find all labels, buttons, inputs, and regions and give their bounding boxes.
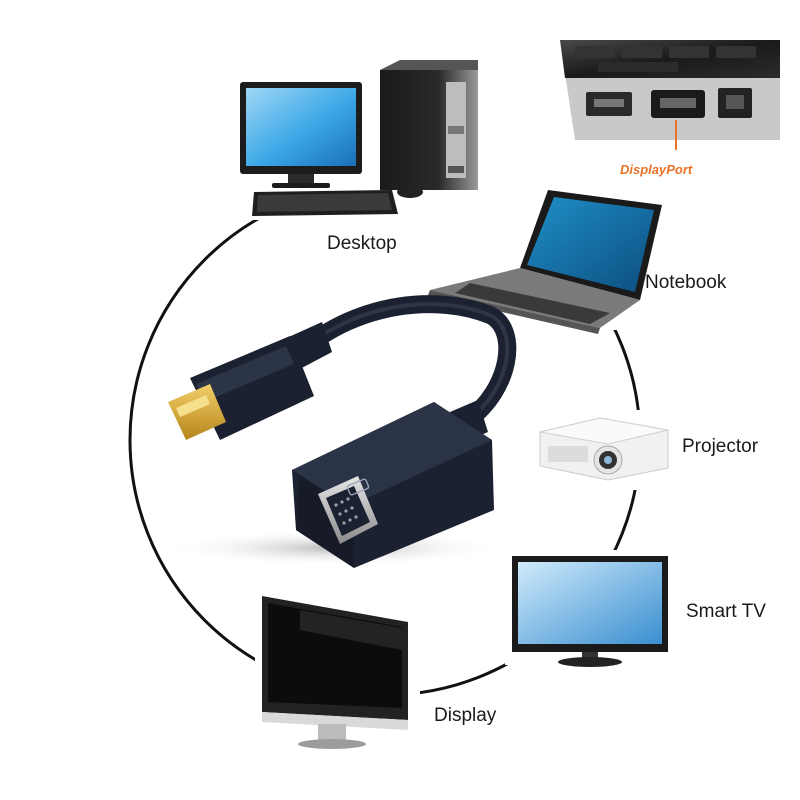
monitor-icon xyxy=(262,596,408,749)
device-label-smart-tv: Smart TV xyxy=(686,601,766,622)
device-label-projector: Projector xyxy=(682,436,759,457)
desktop-computer-icon xyxy=(240,60,478,216)
device-label-display: Display xyxy=(434,705,497,726)
port-closeup-icon xyxy=(560,40,780,150)
device-label-desktop: Desktop xyxy=(327,233,397,254)
projector-icon xyxy=(539,417,669,481)
device-label-notebook: Notebook xyxy=(645,272,727,293)
port-callout-label: DisplayPort xyxy=(620,162,693,177)
displayport-to-vga-adapter-icon xyxy=(168,295,517,568)
smart-tv-icon xyxy=(512,556,668,667)
